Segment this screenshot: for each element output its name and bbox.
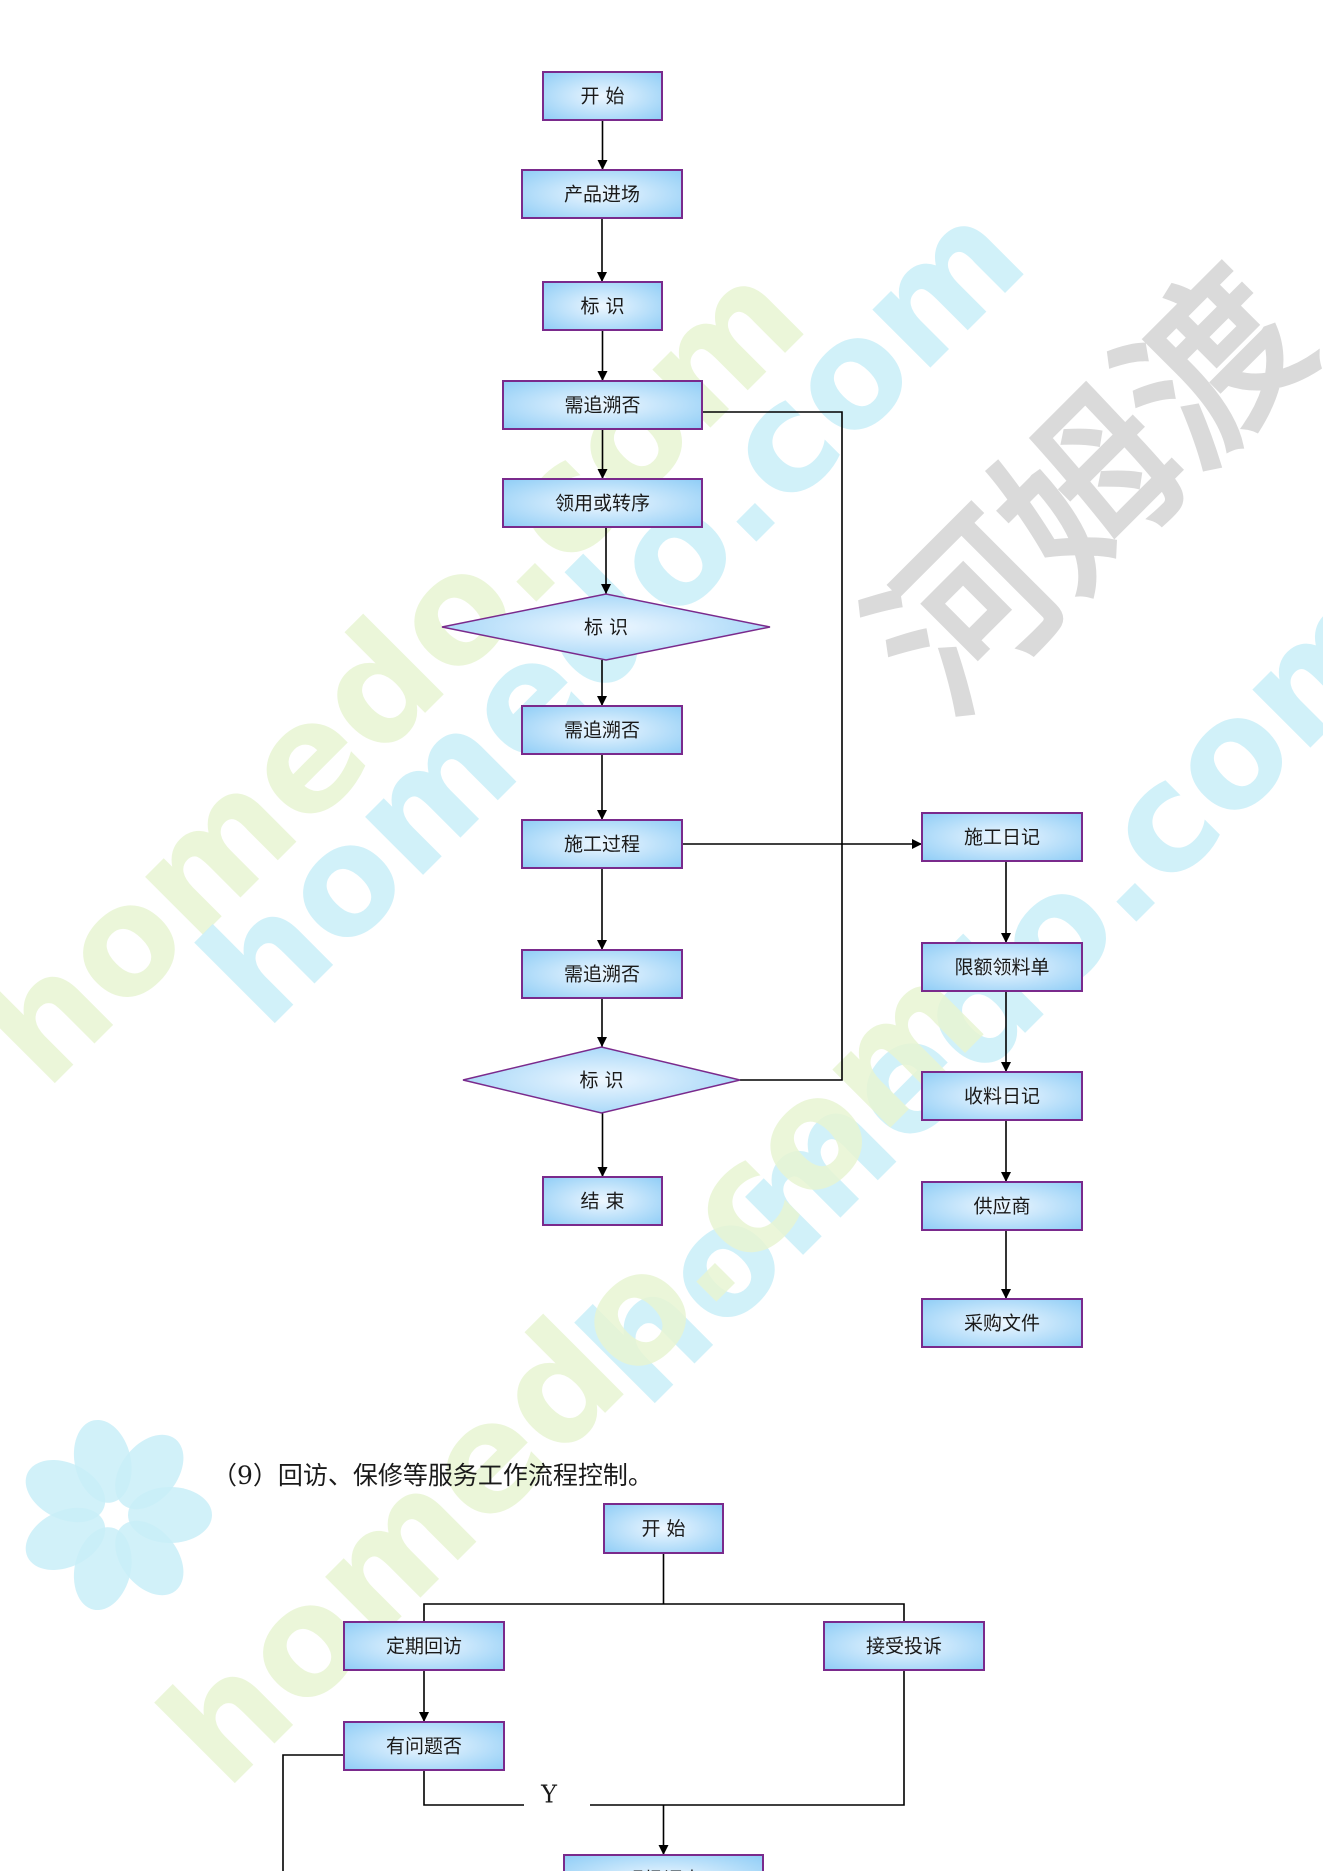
node-supplier-label: 供应商 — [973, 1196, 1030, 1218]
node-use: 领用或转序 — [502, 478, 703, 528]
node-visit-label: 定期回访 — [386, 1636, 462, 1658]
node-problem-label: 有问题否 — [386, 1736, 462, 1758]
node-trace2-label: 需追溯否 — [564, 720, 640, 742]
node-diary-label: 施工日记 — [964, 827, 1040, 849]
node-construction-label: 施工过程 — [564, 834, 640, 856]
node-purchase-shape — [921, 1298, 1083, 1348]
node-end-shape — [542, 1176, 663, 1226]
node-mark3: 标 识 — [462, 1046, 741, 1114]
node-survey: 现场调查 — [563, 1854, 764, 1871]
node-start: 开 始 — [542, 71, 663, 121]
node-end: 结 束 — [542, 1176, 663, 1226]
node-mark2-label: 标 识 — [584, 617, 628, 639]
node-receipt: 收料日记 — [921, 1071, 1083, 1121]
node-trace3-shape — [521, 949, 683, 999]
watermark-site-text-1: homedo.com — [0, 228, 838, 1117]
node-trace2-shape — [521, 705, 683, 755]
node-purchase: 采购文件 — [921, 1298, 1083, 1348]
node-survey-shape — [563, 1854, 764, 1871]
node-entry: 产品进场 — [521, 169, 683, 219]
node-mark1: 标 识 — [542, 281, 663, 331]
node-complaint: 接受投诉 — [823, 1621, 985, 1671]
node-trace1-label: 需追溯否 — [564, 395, 640, 417]
node-mark1-label: 标 识 — [580, 296, 624, 318]
node-start2: 开 始 — [603, 1503, 724, 1554]
edge-label-yes: Y — [540, 1781, 558, 1809]
edge-complaint-merge — [590, 1670, 905, 1806]
node-survey-label: 现场调查 — [625, 1869, 701, 1871]
edge-trace1-mark3-loop — [702, 411, 843, 1081]
node-problem: 有问题否 — [343, 1721, 505, 1771]
node-visit-shape — [343, 1621, 505, 1671]
node-problem-shape — [343, 1721, 505, 1771]
node-receipt-label: 收料日记 — [964, 1086, 1040, 1108]
node-end-label: 结 束 — [580, 1191, 624, 1213]
node-entry-label: 产品进场 — [564, 184, 640, 206]
node-purchase-label: 采购文件 — [964, 1313, 1040, 1335]
node-start-shape — [542, 71, 663, 121]
node-mark2: 标 识 — [441, 593, 771, 661]
node-trace2: 需追溯否 — [521, 705, 683, 755]
node-entry-shape — [521, 169, 683, 219]
node-visit: 定期回访 — [343, 1621, 505, 1671]
node-use-shape — [502, 478, 703, 528]
node-start2-label: 开 始 — [641, 1518, 685, 1540]
node-supplier-shape — [921, 1181, 1083, 1231]
node-start2-shape — [603, 1503, 724, 1554]
node-construction: 施工过程 — [521, 819, 683, 869]
node-mark2-shape — [441, 593, 771, 661]
node-complaint-shape — [823, 1621, 985, 1671]
node-trace3-label: 需追溯否 — [564, 964, 640, 986]
edge-split-bus — [423, 1603, 905, 1622]
node-diary-shape — [921, 812, 1083, 862]
node-quota-label: 限额领料单 — [954, 957, 1049, 979]
node-construction-shape — [521, 819, 683, 869]
edge-problem-no-branch — [282, 1754, 344, 1871]
node-quota-shape — [921, 942, 1083, 992]
node-trace3: 需追溯否 — [521, 949, 683, 999]
node-mark3-label: 标 识 — [579, 1070, 623, 1092]
watermark-flower-icon — [25, 1419, 212, 1611]
node-receipt-shape — [921, 1071, 1083, 1121]
node-diary: 施工日记 — [921, 812, 1083, 862]
edge-problem-yes-left — [423, 1770, 524, 1806]
node-supplier: 供应商 — [921, 1181, 1083, 1231]
node-quota: 限额领料单 — [921, 942, 1083, 992]
section-heading: （9）回访、保修等服务工作流程控制。 — [212, 1461, 653, 1490]
node-start-label: 开 始 — [580, 86, 624, 108]
node-use-label: 领用或转序 — [555, 493, 650, 515]
node-trace1-shape — [502, 380, 703, 430]
edges-layer: Y — [282, 120, 1011, 1871]
node-trace1: 需追溯否 — [502, 380, 703, 430]
node-complaint-label: 接受投诉 — [866, 1636, 942, 1658]
node-mark1-shape — [542, 281, 663, 331]
node-mark3-shape — [462, 1046, 741, 1114]
